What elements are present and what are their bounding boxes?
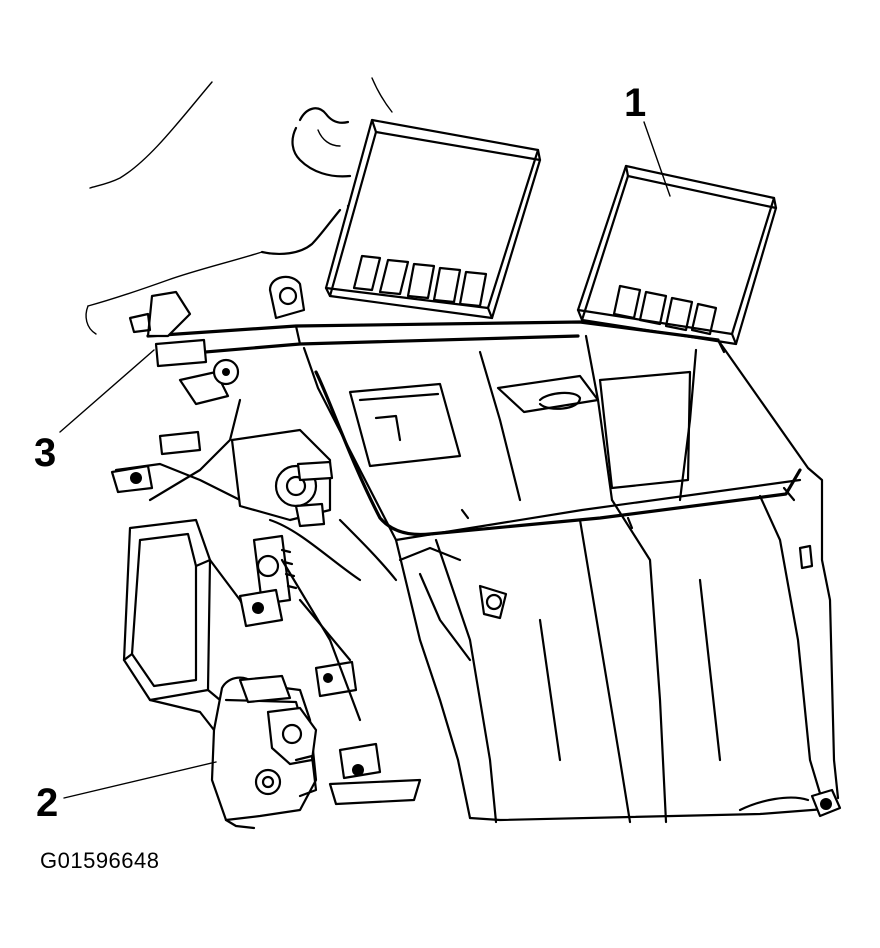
callout-3: 3: [34, 431, 56, 475]
mode-actuator: [210, 674, 318, 830]
left-side-assembly: [110, 358, 472, 806]
cabin-filter-installed: [576, 164, 778, 346]
callout-leaders: [59, 121, 671, 799]
callout-2: 2: [36, 781, 58, 825]
figure-id: G01596648: [40, 848, 160, 873]
hvac-housing: [302, 334, 842, 824]
callout-1: 1: [624, 81, 646, 125]
filter-access-rail: [128, 275, 726, 368]
cabin-filter-held: [324, 118, 542, 320]
